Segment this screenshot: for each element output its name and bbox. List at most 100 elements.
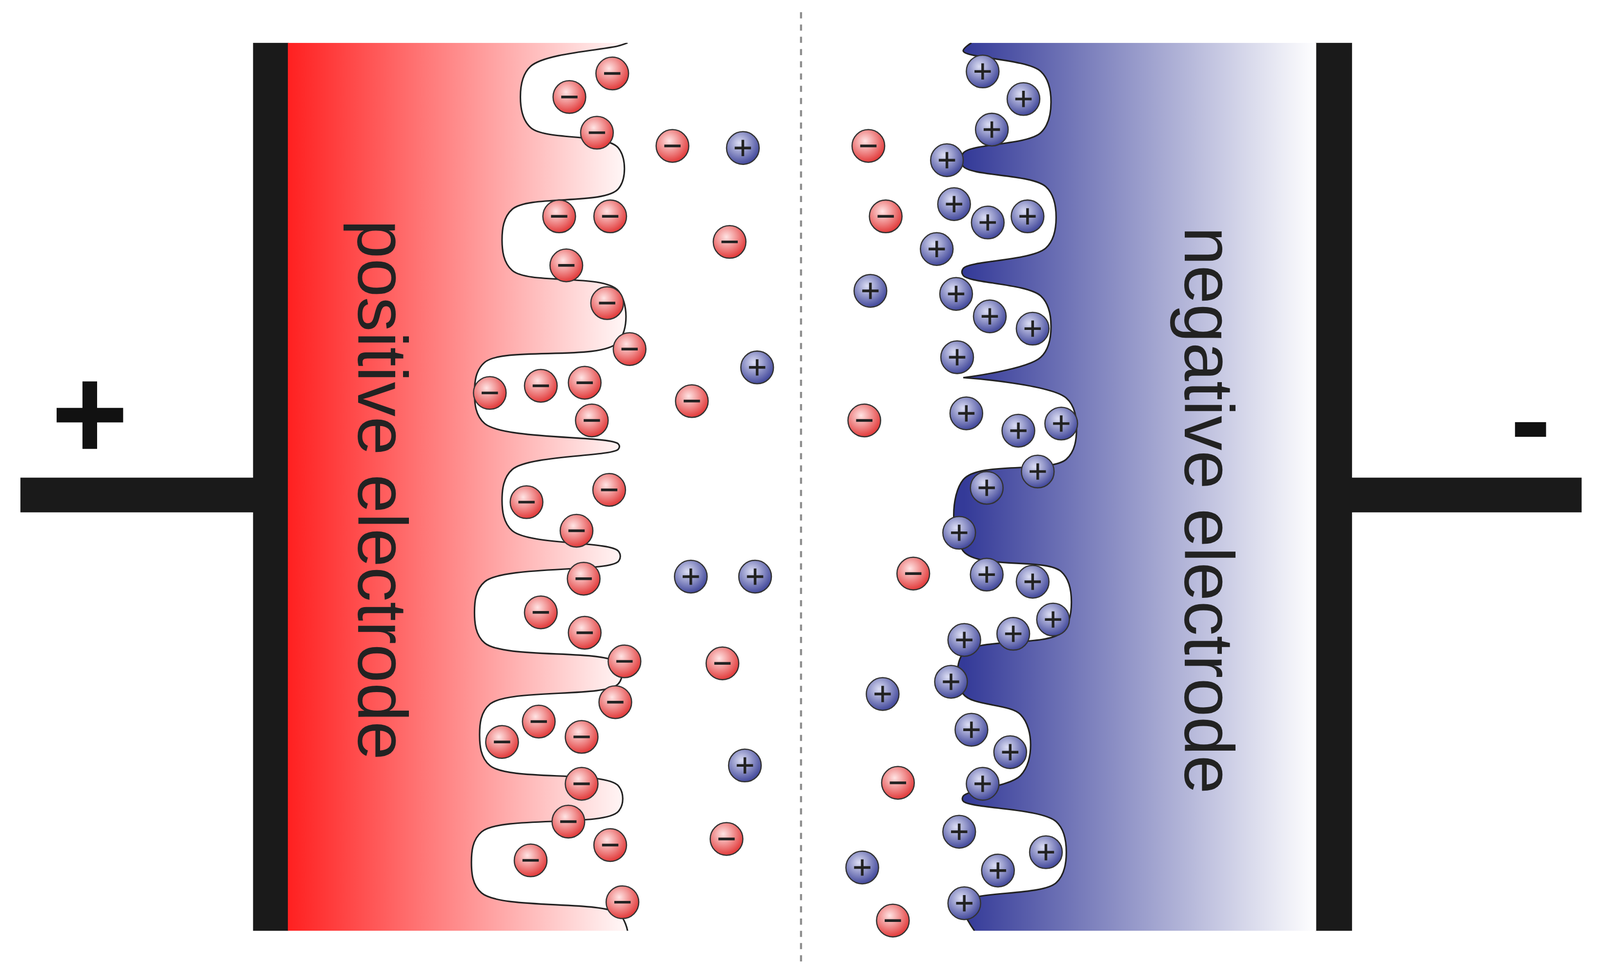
ion-circle <box>549 248 583 282</box>
ion-circle <box>568 616 602 649</box>
electrode-fill <box>287 42 628 931</box>
ion-circle <box>948 623 981 657</box>
ion-sign <box>986 214 990 231</box>
ion-sign <box>990 121 993 138</box>
ion-sign <box>576 381 593 384</box>
ion-sign <box>869 282 872 299</box>
cation <box>1007 82 1040 116</box>
ion-circle <box>1016 312 1050 345</box>
cation <box>920 232 953 266</box>
ion-sign <box>1016 422 1020 439</box>
cation <box>973 300 1007 333</box>
anion <box>590 286 624 320</box>
anion <box>565 767 599 801</box>
ion-sign <box>532 384 549 387</box>
cation <box>993 735 1027 769</box>
ion-circle <box>940 340 974 374</box>
anion <box>869 200 903 233</box>
anion <box>565 720 599 753</box>
ion-circle <box>937 187 971 221</box>
electrode-surface <box>953 42 1077 931</box>
cation <box>975 113 1009 146</box>
ion-sign <box>1031 573 1034 590</box>
anion <box>592 473 626 507</box>
ion-sign <box>621 347 638 350</box>
ion-circle <box>930 143 964 177</box>
cation <box>1036 603 1070 636</box>
anion <box>896 557 930 590</box>
ion-circle <box>595 57 629 90</box>
ion-sign <box>558 263 575 267</box>
anion <box>851 129 885 163</box>
ion-sign <box>996 862 999 879</box>
anion <box>593 828 627 862</box>
anion <box>473 376 507 410</box>
ion-circle <box>1036 603 1070 636</box>
anion <box>568 366 602 400</box>
ion-circle <box>848 404 881 437</box>
anion <box>713 225 747 259</box>
ion-sign <box>962 894 966 912</box>
anion <box>580 116 614 149</box>
ion-circle <box>1016 565 1050 599</box>
ion-circle <box>590 286 624 320</box>
electrode-surface <box>471 42 628 931</box>
ion-sign <box>561 95 578 99</box>
ion-circle <box>993 735 1027 769</box>
cation <box>948 886 981 920</box>
cation <box>966 55 999 88</box>
ion-sign <box>957 524 961 541</box>
ion-sign <box>616 659 633 663</box>
ion-sign <box>1009 743 1012 760</box>
ion-sign <box>743 757 747 774</box>
ion-circle <box>896 557 930 590</box>
ion-sign <box>522 858 539 862</box>
ion-circle <box>728 749 762 782</box>
ion-sign <box>970 721 973 738</box>
anion <box>510 485 544 519</box>
anion <box>514 843 547 877</box>
ion-circle <box>1021 455 1054 488</box>
ion-sign <box>664 144 681 147</box>
ion-sign <box>957 823 961 840</box>
anion <box>881 766 915 799</box>
anion <box>560 514 593 547</box>
cation <box>738 560 772 593</box>
cation <box>1021 455 1054 488</box>
ion-sign <box>1022 90 1025 107</box>
ion-circle <box>981 853 1015 887</box>
ion-circle <box>939 277 973 311</box>
anion <box>613 332 647 366</box>
ion-sign <box>518 500 535 504</box>
ion-circle <box>1011 200 1044 233</box>
ion-circle <box>934 665 968 698</box>
cation <box>1011 200 1044 233</box>
ion-sign <box>550 215 568 218</box>
cation <box>950 396 983 430</box>
cation <box>966 767 999 801</box>
ion-sign <box>890 781 907 784</box>
current-collector <box>253 42 289 931</box>
electrode-label: positive electrode <box>347 219 418 760</box>
anion <box>595 57 629 90</box>
ion-circle <box>996 617 1030 650</box>
electrode: negative electrode <box>913 42 1317 931</box>
ion-sign <box>884 919 901 922</box>
anion <box>567 562 601 595</box>
ion-circle <box>560 514 593 547</box>
ion-circle <box>706 647 739 680</box>
cation <box>1016 312 1050 345</box>
ion-sign <box>877 215 894 218</box>
ion-sign <box>614 900 631 904</box>
anion <box>599 685 632 719</box>
ion-sign <box>985 479 988 496</box>
ion-sign <box>560 820 577 823</box>
ion-sign <box>721 240 738 244</box>
cation <box>1029 835 1063 869</box>
anion <box>848 404 881 437</box>
ion-circle <box>599 685 632 719</box>
ion-circle <box>738 560 772 593</box>
ion-circle <box>971 205 1005 239</box>
ion-circle <box>970 471 1004 505</box>
